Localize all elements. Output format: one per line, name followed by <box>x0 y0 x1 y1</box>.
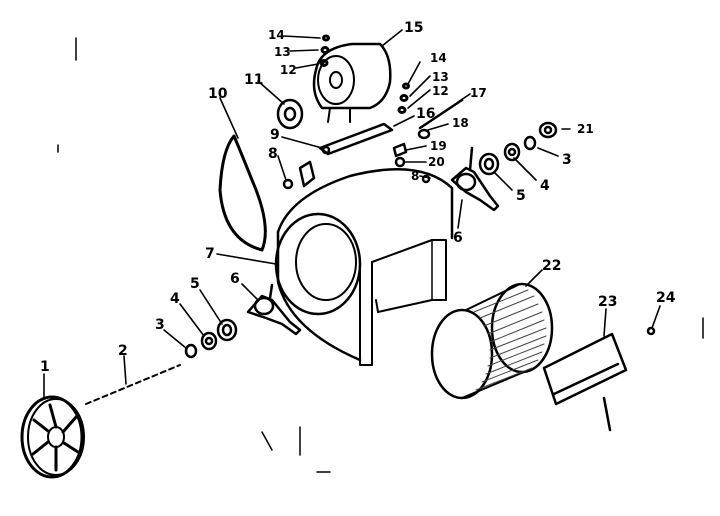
front-bearing-bracket <box>246 283 302 336</box>
callout-16: 16 <box>416 106 435 122</box>
leader-lines <box>43 29 661 399</box>
callout-6-rear: 6 <box>453 230 463 246</box>
callout-11: 11 <box>244 72 263 88</box>
callout-8-left: 8 <box>268 146 278 162</box>
callout-15: 15 <box>404 20 423 36</box>
callout-10: 10 <box>208 86 228 102</box>
screw-part <box>646 326 656 336</box>
blower-wheel-part <box>430 282 554 400</box>
callout-4-front: 4 <box>170 291 180 307</box>
callout-18: 18 <box>452 116 469 130</box>
callout-2: 2 <box>118 343 128 359</box>
callout-9: 9 <box>270 127 280 143</box>
callout-20: 20 <box>428 155 445 169</box>
callout-labels: 1 2 3 3 4 4 5 5 6 6 7 8 8 9 10 11 12 12 … <box>40 20 676 375</box>
rear-bearing-hardware <box>478 121 558 176</box>
rear-bearing-bracket <box>450 146 500 212</box>
pulley-part <box>20 395 85 479</box>
callout-17: 17 <box>470 86 487 100</box>
motor-pulley-part <box>276 98 304 130</box>
cover-panel-part <box>542 332 628 432</box>
callout-6-front: 6 <box>230 271 240 287</box>
mount-hardware <box>282 145 331 190</box>
callout-5-front: 5 <box>190 276 200 292</box>
callout-3-front: 3 <box>155 317 165 333</box>
scan-artifacts <box>57 37 704 473</box>
motor-mount-rail <box>318 122 394 156</box>
callout-24: 24 <box>656 290 676 306</box>
callout-7: 7 <box>205 246 215 262</box>
front-bearing-hardware <box>184 318 238 359</box>
callout-3-rear: 3 <box>562 152 572 168</box>
washer-stacks <box>319 34 410 114</box>
callout-22: 22 <box>542 258 561 274</box>
callout-23: 23 <box>598 294 617 310</box>
callout-1: 1 <box>40 359 50 375</box>
callout-5-rear: 5 <box>516 188 526 204</box>
callout-14-left: 14 <box>268 28 285 42</box>
callout-13-right: 13 <box>432 70 449 84</box>
callout-19: 19 <box>430 139 447 153</box>
callout-21: 21 <box>577 122 594 136</box>
belt-part <box>218 134 267 252</box>
callout-8-right: 8 <box>411 169 419 183</box>
callout-12-right: 12 <box>432 84 449 98</box>
blower-housing-part <box>274 168 454 366</box>
shaft-part <box>85 364 181 405</box>
callout-12-left: 12 <box>280 63 297 77</box>
callout-13-left: 13 <box>274 45 291 59</box>
callout-4-rear: 4 <box>540 178 550 194</box>
callout-14-right: 14 <box>430 51 447 65</box>
motor-part <box>312 42 392 123</box>
